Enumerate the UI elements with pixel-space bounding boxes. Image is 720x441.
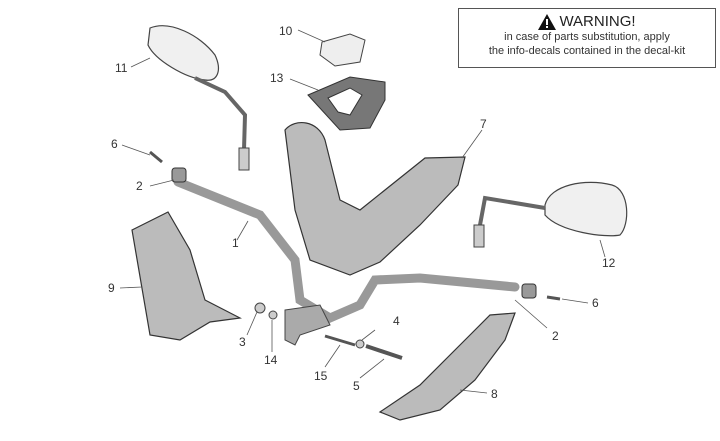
part-bolt-5[interactable] [365, 344, 403, 360]
warning-line-2: the info-decals contained in the decal-k… [488, 45, 686, 57]
callout-7: 7 [480, 117, 487, 131]
part-nut-14[interactable] [268, 310, 278, 320]
warning-box: WARNING! in case of parts substitution, … [458, 8, 716, 68]
callout-11: 11 [115, 61, 128, 75]
part-bar-end-right[interactable] [521, 283, 537, 299]
callout-3: 3 [239, 335, 246, 349]
part-decal[interactable] [319, 33, 366, 67]
callout-14: 14 [264, 353, 278, 367]
callout-9: 9 [108, 281, 115, 295]
callout-4: 4 [393, 314, 400, 328]
callout-8: 8 [491, 387, 498, 401]
callout-5: 5 [353, 379, 360, 393]
part-lower-cover-right[interactable] [378, 312, 516, 421]
warning-triangle-icon [538, 13, 557, 30]
callout-2-left: 2 [136, 179, 143, 193]
callout-2-right: 2 [552, 329, 559, 343]
part-dashboard-trim[interactable] [307, 76, 386, 131]
callout-1: 1 [232, 236, 239, 250]
part-mirror-right[interactable] [473, 181, 628, 248]
part-screw-left[interactable] [149, 150, 163, 164]
part-upper-cover[interactable] [284, 122, 466, 276]
callout-13: 13 [270, 71, 284, 85]
warning-title: WARNING! [559, 13, 636, 30]
callout-15: 15 [314, 369, 328, 383]
part-bar-end-left[interactable] [171, 167, 187, 183]
part-lower-cover-left[interactable] [131, 211, 242, 341]
part-washer-4[interactable] [355, 339, 365, 349]
part-mirror-left[interactable] [147, 25, 250, 171]
part-handlebar[interactable] [173, 177, 520, 346]
callout-6-right: 6 [592, 296, 599, 310]
callout-10: 10 [279, 24, 293, 38]
warning-line-1: in case of parts substitution, apply [504, 31, 670, 43]
callout-6-left: 6 [111, 137, 118, 151]
part-bolt-15[interactable] [324, 334, 356, 347]
part-washer-3[interactable] [254, 302, 266, 314]
callout-12: 12 [602, 256, 616, 270]
part-screw-right[interactable] [546, 295, 561, 301]
